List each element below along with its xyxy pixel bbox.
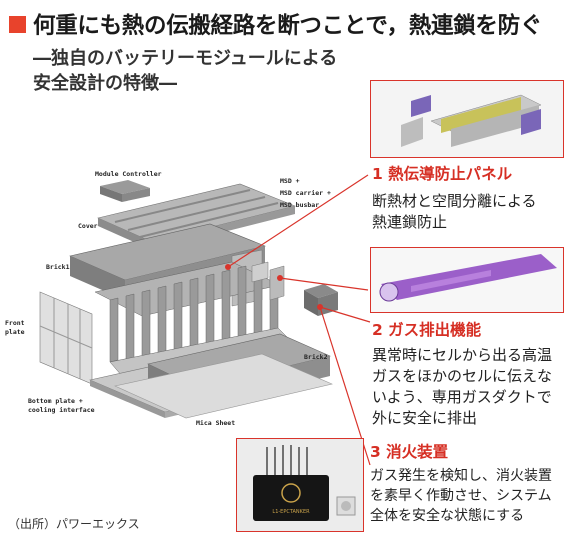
feature-2-desc-line: ガスをほかのセルに伝えな [372, 367, 553, 385]
callout-marker-3 [317, 304, 323, 310]
feature-2: 2 ガス排出機能 異常時にセルから出る高温 ガスをほかのセルに伝えな いよう、専… [372, 318, 552, 429]
feature-3-desc: ガス発生を検知し、消火装置 を素早く作動させ、システム 全体を安全な状態にする [370, 466, 552, 526]
label-brick2: Brick2 [304, 353, 328, 361]
feature-2-desc-line: 外に安全に排出 [372, 409, 478, 427]
feature-2-desc-line: 異常時にセルから出る高温 [372, 346, 553, 364]
subtitle-line-2: 安全設計の特徴― [33, 73, 177, 94]
inset-thermal-panel-image [370, 80, 564, 158]
label-brick1: Brick1 [46, 263, 70, 271]
feature-3-desc-line: を素早く作動させ、システム [370, 488, 552, 504]
mica-sheet-part [114, 353, 333, 419]
feature-2-desc-line: いよう、専用ガスダクトで [372, 388, 552, 406]
feature-3-desc-line: ガス発生を検知し、消火装置 [370, 468, 552, 484]
inset-extinguisher-image: L1-EPCTANKER [236, 438, 364, 532]
msd-part [251, 261, 338, 316]
feature-1-desc: 断熱材と空間分離による 熱連鎖防止 [372, 191, 537, 233]
feature-3-title: 3 消火装置 [370, 443, 449, 461]
thermal-panel-illustration [371, 81, 563, 157]
feature-1-title: 1 熱伝導防止パネル [372, 165, 513, 183]
device-brand-label: L1-EPCTANKER [272, 509, 310, 515]
front-plate-part [39, 291, 93, 385]
gas-duct-illustration [371, 248, 563, 312]
page-title: 何重にも熱の伝搬経路を断つことで，熱連鎖を防ぐ [33, 13, 543, 39]
module-controller-part [100, 180, 150, 202]
feature-3: 3 消火装置 ガス発生を検知し、消火装置 を素早く作動させ、システム 全体を安全… [370, 440, 552, 526]
label-cover: Cover [78, 222, 98, 230]
label-module-controller: Module Controller [95, 170, 162, 178]
feature-2-desc: 異常時にセルから出る高温 ガスをほかのセルに伝えな いよう、専用ガスダクトで 外… [372, 345, 552, 429]
callout-marker-2 [277, 275, 283, 281]
label-mica-sheet: Mica Sheet [196, 419, 235, 427]
title-marker [9, 16, 26, 33]
label-msd-2: MSD carrier + [280, 189, 331, 197]
feature-3-desc-line: 全体を安全な状態にする [370, 508, 525, 524]
label-bottom-1: Bottom plate + [28, 397, 83, 405]
label-msd-1: MSD + [280, 177, 300, 185]
feature-1: 1 熱伝導防止パネル 断熱材と空間分離による 熱連鎖防止 [372, 162, 537, 233]
page-subtitle: ―独自のバッテリーモジュールによる 安全設計の特徴― [33, 46, 337, 96]
label-front-2: plate [5, 328, 25, 336]
label-msd-3: MSD busbar [280, 201, 319, 209]
feature-1-desc-line: 断熱材と空間分離による [372, 192, 537, 210]
source-credit: （出所）パワーエックス [8, 517, 140, 531]
label-front-1: Front [5, 319, 25, 327]
callout-marker-1 [225, 264, 231, 270]
extinguisher-device-illustration [237, 439, 363, 531]
inset-gas-duct-image [370, 247, 564, 313]
label-bottom-2: cooling interface [28, 406, 95, 414]
subtitle-line-1: ―独自のバッテリーモジュールによる [33, 48, 338, 69]
feature-1-desc-line: 熱連鎖防止 [372, 213, 448, 231]
feature-2-title: 2 ガス排出機能 [372, 321, 482, 339]
